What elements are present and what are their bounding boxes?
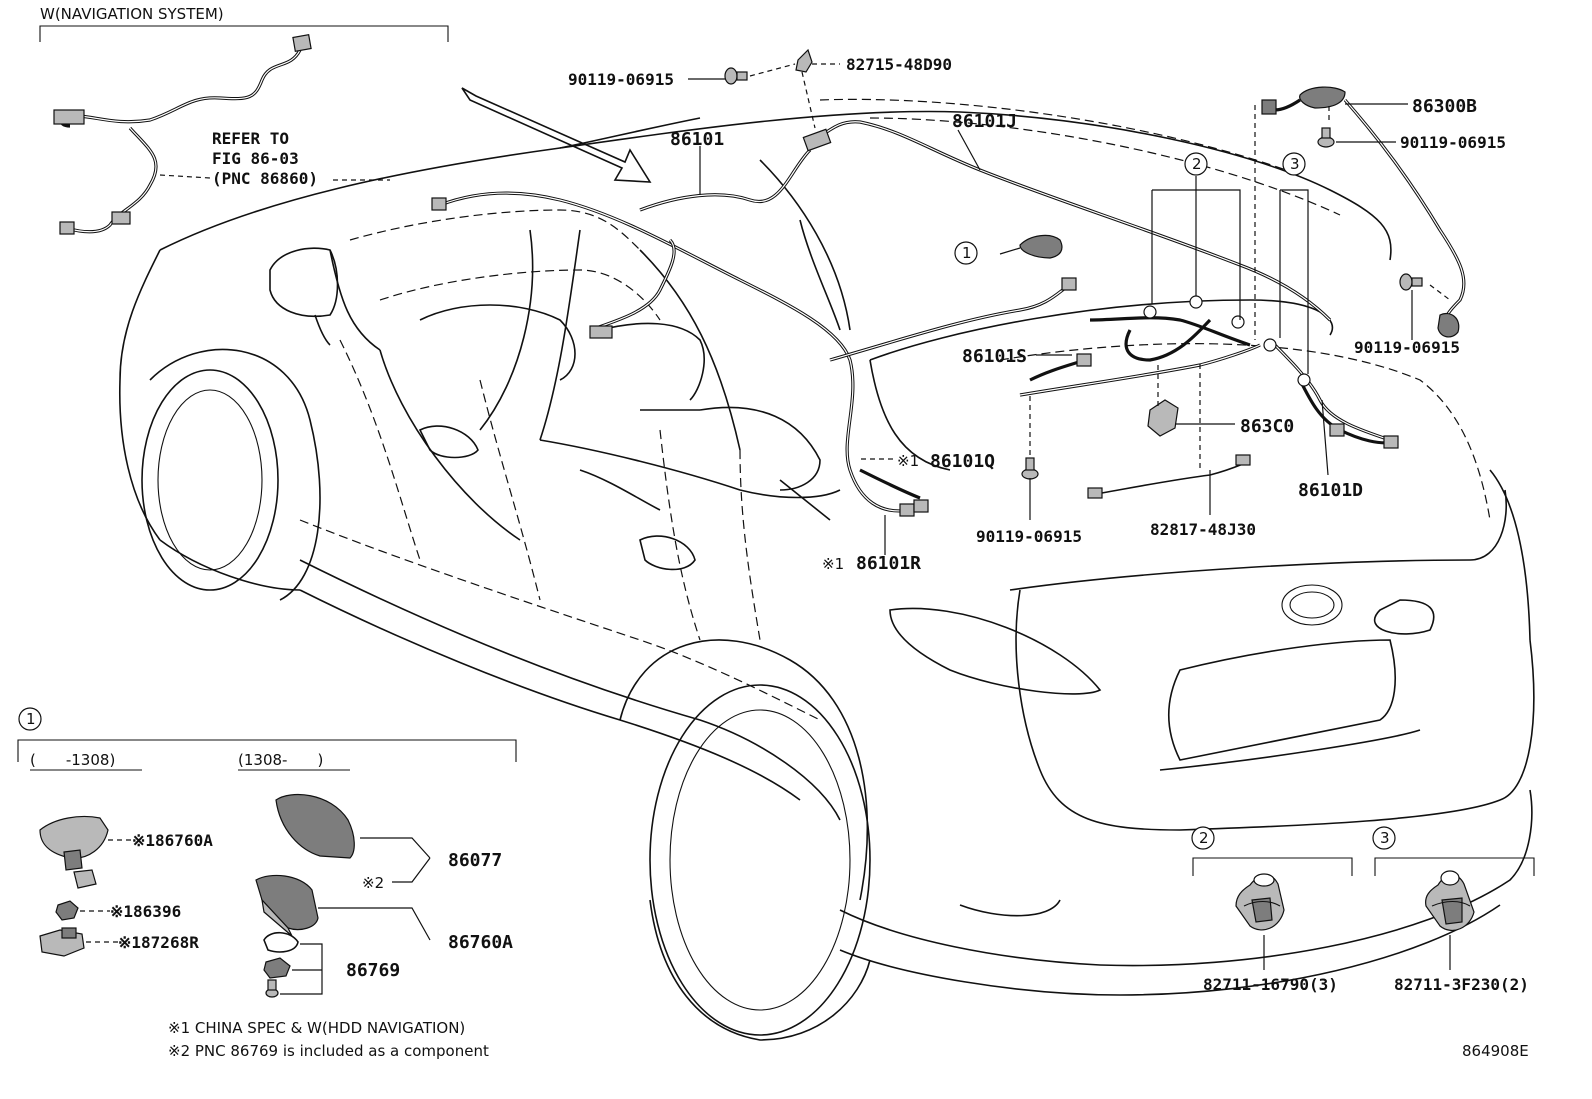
bolt-icon-right1 — [1317, 127, 1335, 148]
clip-82711-16790-icon — [1235, 873, 1285, 931]
refer-fig-text: FIG 86-03 — [212, 149, 299, 168]
reference-circle-1: 1 — [954, 241, 978, 265]
callout-90119-bottom: 90119-06915 — [976, 527, 1082, 546]
nut-icon — [55, 900, 79, 921]
refer-to-text: REFER TO — [212, 129, 289, 148]
callout-90119-right2: 90119-06915 — [1354, 338, 1460, 357]
callout-86077-mark: ※2 — [362, 874, 384, 892]
callout-86760A-top: ※186760A — [132, 831, 213, 850]
detail-3-circle: 3 — [1380, 829, 1390, 847]
callout-86300B: 86300B — [1412, 96, 1477, 117]
antenna-base-icon — [39, 815, 109, 889]
callout-90119-right1: 90119-06915 — [1400, 133, 1506, 152]
callout-86077: 86077 — [448, 850, 502, 871]
connector-bracket-icon — [39, 927, 85, 957]
footnote-1: ※1 CHINA SPEC & W(HDD NAVIGATION) — [168, 1019, 465, 1037]
bolt-icon-bottom — [1021, 457, 1039, 480]
illustration-id: 864908E — [1462, 1042, 1529, 1060]
callout-leaders — [333, 63, 1451, 555]
screw-icon — [265, 979, 279, 998]
view-direction-arrow — [461, 87, 652, 183]
shark-fin-cover-icon — [275, 794, 355, 859]
callout-82711-16790: 82711-16790(3) — [1203, 975, 1338, 994]
callout-863C0: 863C0 — [1240, 416, 1294, 437]
reference-circle-2: 2 — [1184, 152, 1208, 176]
navigation-harness-icon — [53, 34, 312, 235]
callout-90119-top: 90119-06915 — [568, 70, 674, 89]
pad-icon — [263, 931, 299, 953]
refer-leader — [159, 174, 211, 179]
svg-text:2: 2 — [1192, 155, 1202, 173]
callout-86101S: 86101S — [962, 346, 1027, 367]
detail-1-bracket — [17, 739, 517, 762]
vehicle-outline — [118, 98, 1535, 1041]
detail-2-panel: 2 82711-16790(3) — [1191, 826, 1353, 994]
navigation-system-block: W(NAVIGATION SYSTEM) REFER TO FIG 86-03 … — [39, 5, 449, 235]
detail-3-panel: 3 82711-3F230(2) — [1372, 826, 1535, 994]
detail-1-circle: 1 — [26, 710, 36, 728]
callout-87268R: ※187268R — [118, 933, 199, 952]
svg-text:3: 3 — [1290, 155, 1300, 173]
callout-86760A: 86760A — [448, 932, 513, 953]
callout-86769: 86769 — [346, 960, 400, 981]
callout-86101R: 86101R — [856, 553, 921, 574]
callout-82817: 82817-48J30 — [1150, 520, 1256, 539]
range-before-label: ( -1308) — [30, 751, 115, 769]
antenna-body-icon — [255, 874, 319, 937]
footnote-2: ※2 PNC 86769 is included as a component — [168, 1042, 489, 1060]
svg-text:1: 1 — [962, 244, 972, 262]
bolt-icon-right2 — [1399, 273, 1423, 291]
nut-icon-2 — [263, 957, 291, 979]
callout-86101D: 86101D — [1298, 480, 1363, 501]
range-after-label: (1308- ) — [238, 751, 323, 769]
callout-86101Q-mark: ※1 — [897, 452, 919, 470]
refer-pnc-text: (PNC 86860) — [212, 169, 318, 188]
bolt-icon-top — [724, 67, 748, 85]
callout-86101Q: 86101Q — [930, 451, 995, 472]
clip-82711-3F230-icon — [1425, 870, 1475, 931]
detail-2-circle: 2 — [1199, 829, 1209, 847]
callout-82711-3F230: 82711-3F230(2) — [1394, 975, 1529, 994]
callout-82715: 82715-48D90 — [846, 55, 952, 74]
navigation-bracket — [39, 25, 449, 42]
callout-86101J: 86101J — [952, 111, 1017, 132]
callout-86101R-mark: ※1 — [822, 555, 844, 573]
reference-circle-3: 3 — [1282, 152, 1306, 176]
callout-86396: ※186396 — [110, 902, 181, 921]
navigation-system-label: W(NAVIGATION SYSTEM) — [40, 5, 224, 23]
detail-1-panel: 1 ( -1308) (1308- ) ※186760A ※186396 ※18… — [17, 707, 517, 998]
antenna-harnesses — [431, 48, 1466, 517]
callout-86101: 86101 — [670, 129, 724, 150]
